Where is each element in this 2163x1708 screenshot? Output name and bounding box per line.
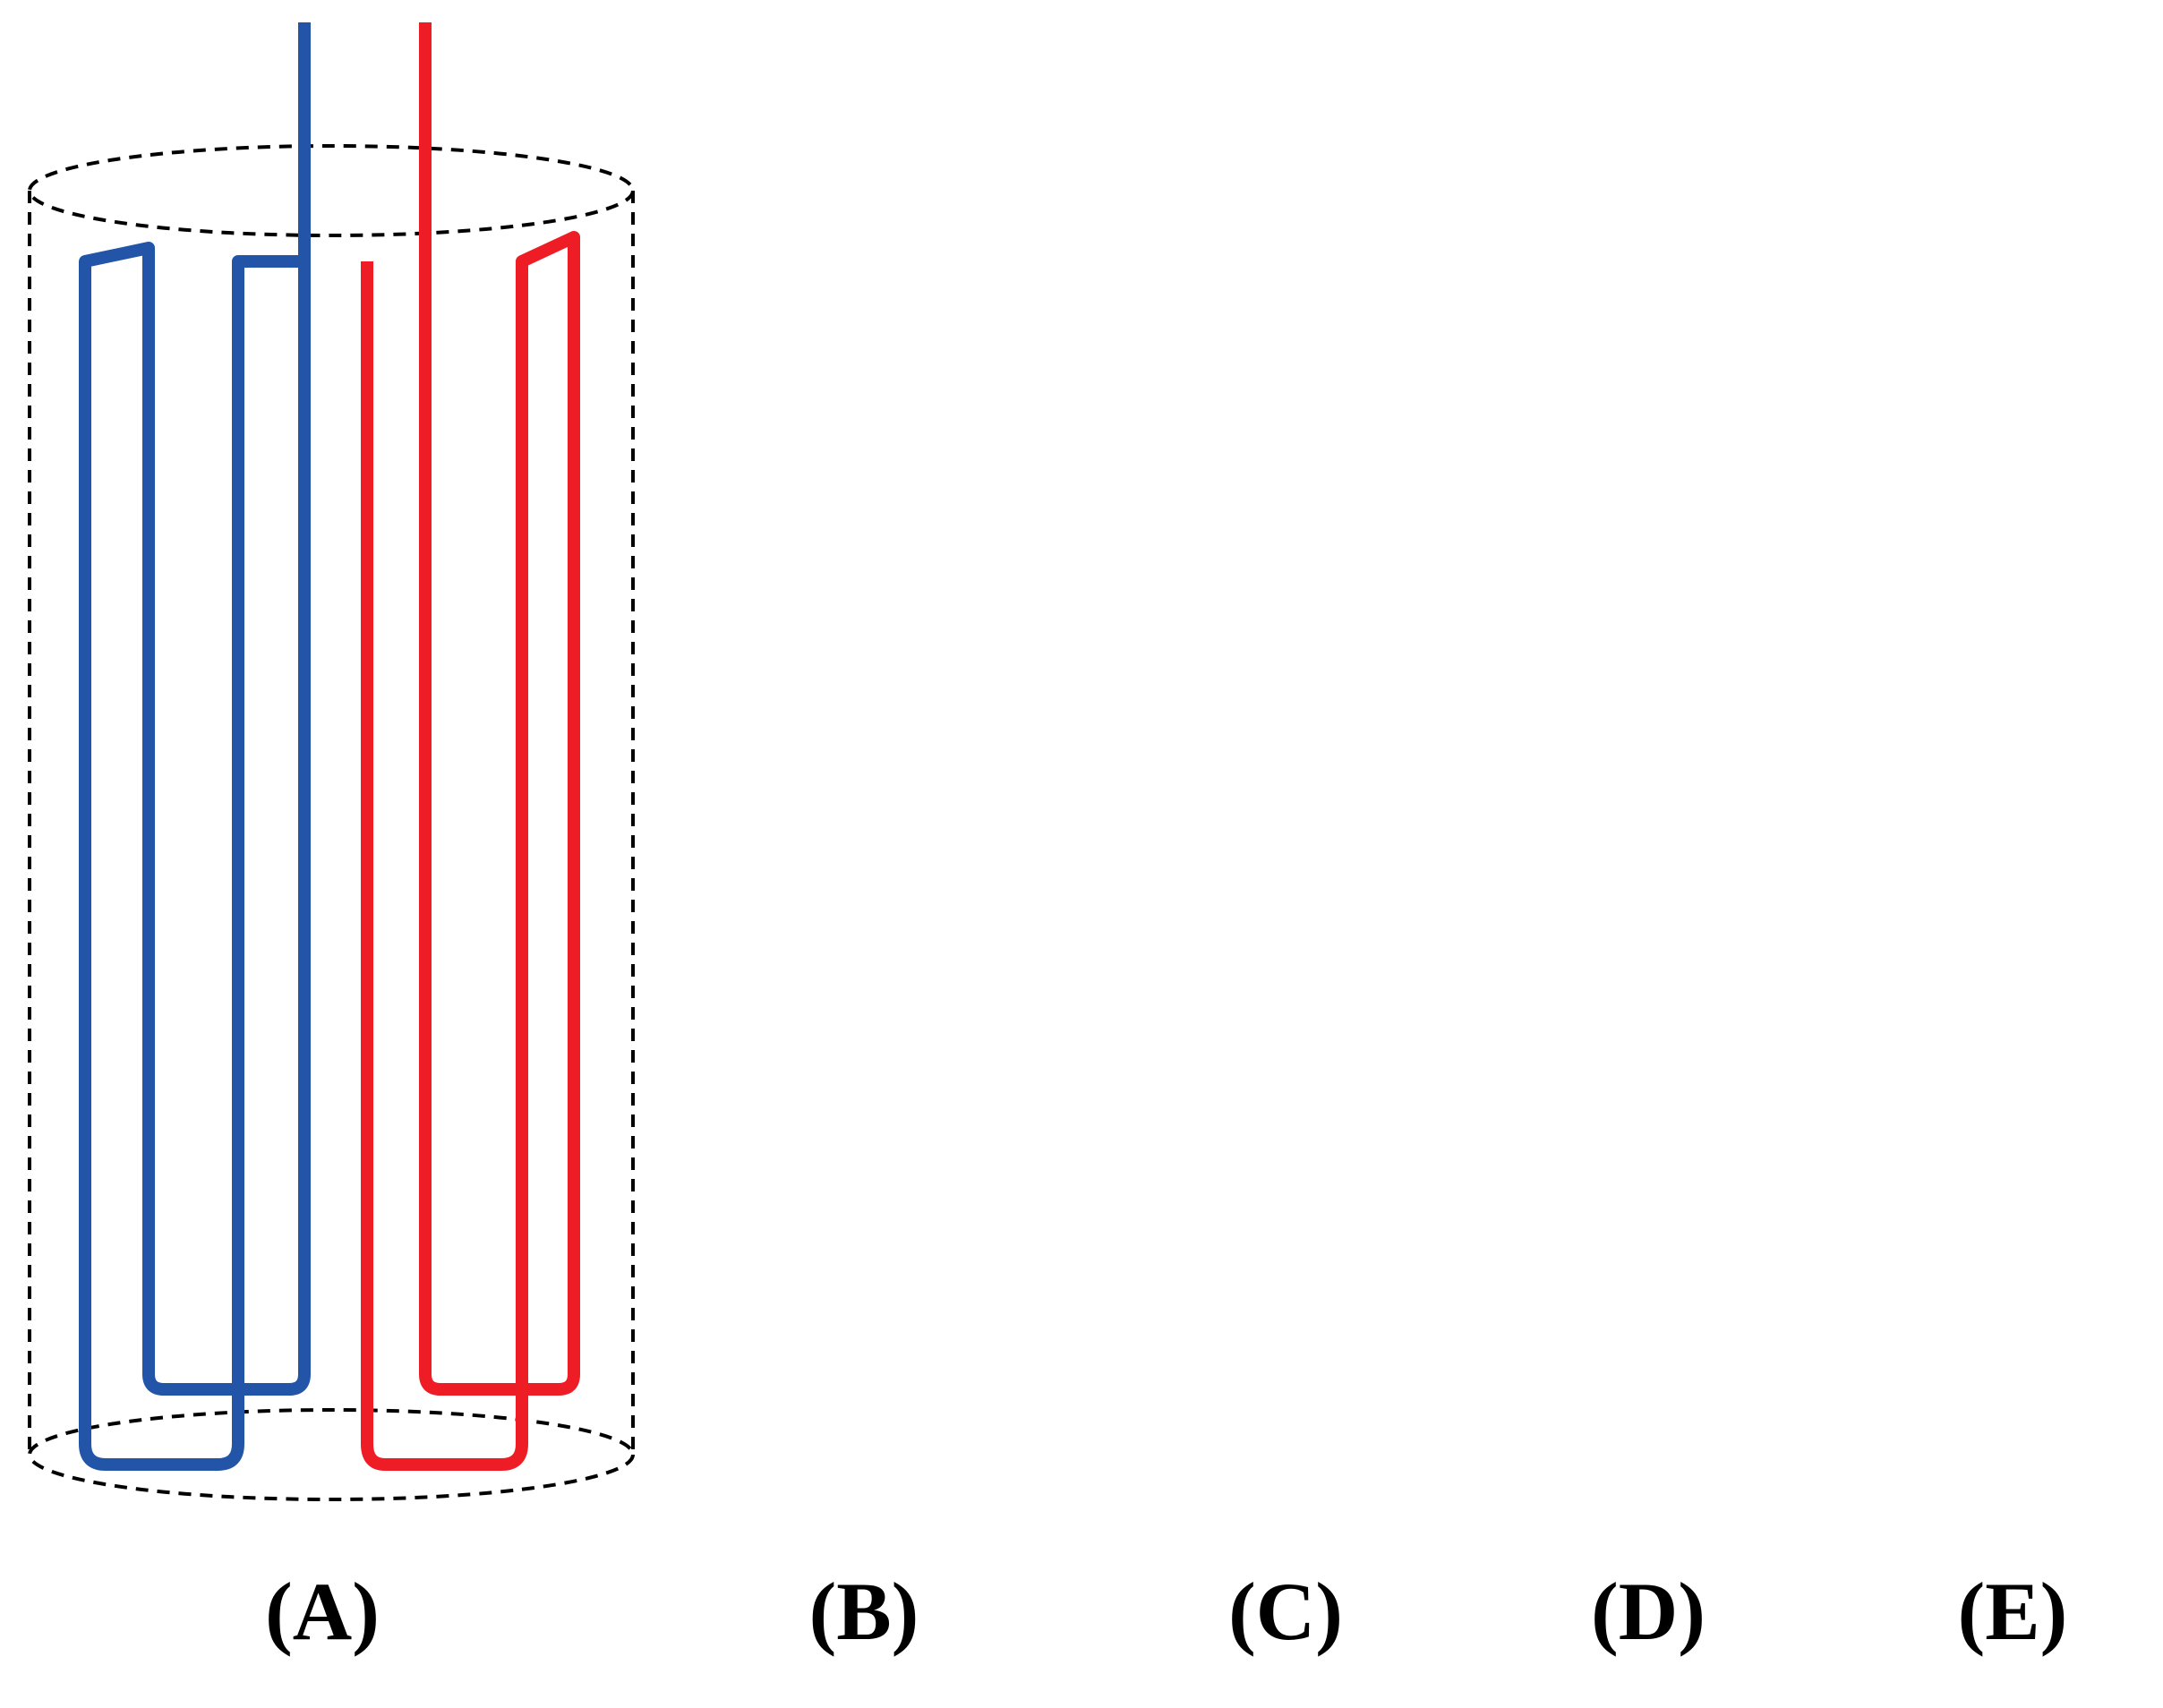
- panel-a-label: (A): [265, 1566, 380, 1657]
- panel-c-label: (C): [1228, 1566, 1343, 1657]
- hot-pipe-a: [304, 22, 580, 1471]
- panel-d-label: (D): [1591, 1566, 1706, 1657]
- panel-a: [28, 22, 635, 1501]
- panel-e-label: (E): [1957, 1566, 2068, 1657]
- cylinder-outline-a: [28, 144, 635, 1501]
- cold-pipe-a: [79, 22, 311, 1471]
- panel-b-label: (B): [808, 1566, 919, 1657]
